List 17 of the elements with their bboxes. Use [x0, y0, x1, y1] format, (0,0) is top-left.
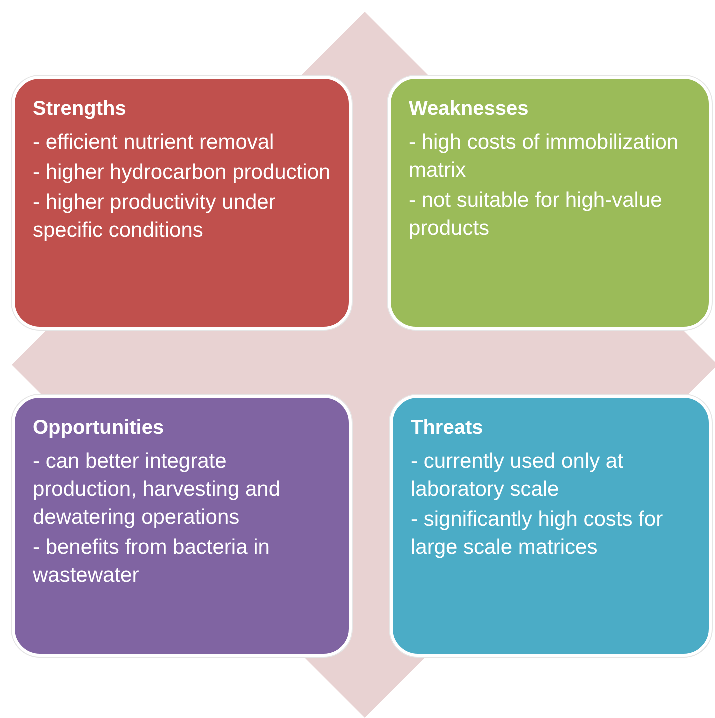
quadrant-heading: Threats — [411, 416, 484, 441]
bullet-text: - not suitable for high-value products — [409, 188, 664, 242]
quadrant-heading: Weaknesses — [409, 97, 530, 122]
quadrant-box — [390, 395, 712, 657]
bullet-text: - currently used only at laboratory scale — [411, 449, 624, 503]
bullet-text: - higher hydrocarbon production — [33, 160, 331, 186]
bullet-text: - can better integrate production, harvesting and dewatering operations — [33, 449, 282, 531]
bullet-text: - high costs of immobilization matrix — [409, 130, 680, 184]
bullet-text: - benefits from bacteria in wastewater — [33, 535, 271, 589]
quadrant-box — [388, 76, 712, 330]
quadrant-heading: Strengths — [33, 97, 128, 122]
bullet-text: - higher productivity under specific conditions — [33, 190, 277, 244]
bullet-text: - significantly high costs for large scale matrices — [411, 507, 664, 561]
quadrant-box — [12, 395, 352, 657]
quadrant-heading: Opportunities — [33, 416, 166, 441]
bullet-text: - efficient nutrient removal — [33, 130, 276, 156]
quadrant-box — [12, 76, 352, 330]
